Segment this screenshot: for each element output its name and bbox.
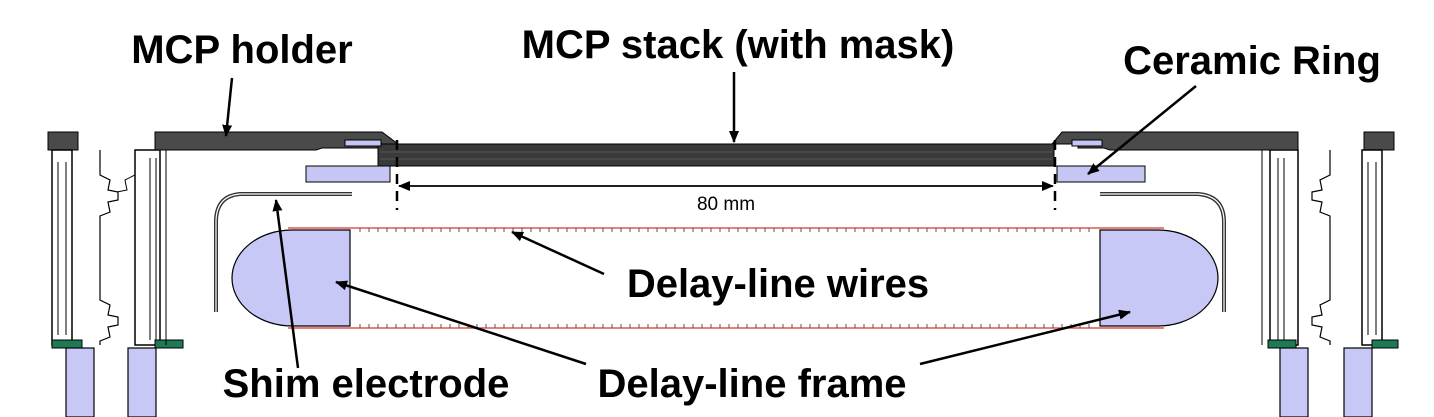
label-ceramic-ring: Ceramic Ring — [1123, 39, 1381, 83]
arrow-mcp-holder — [222, 77, 234, 137]
delay-line-wires — [288, 227, 1164, 329]
left-housing — [47, 131, 184, 417]
label-delay-line-wires: Delay-line wires — [627, 262, 929, 306]
dimension-label: 80 mm — [697, 194, 755, 215]
right-housing — [1261, 131, 1399, 417]
label-delay-line-frame: Delay-line frame — [597, 362, 906, 406]
ceramic-ring-right — [1056, 165, 1146, 183]
delay-line-frame-left — [231, 229, 351, 327]
ceramic-ring-left — [305, 165, 391, 183]
mcp-holder-right — [1050, 131, 1299, 151]
arrow-ceramic-ring — [1087, 85, 1197, 175]
label-shim-electrode: Shim electrode — [223, 362, 510, 406]
label-mcp-stack: MCP stack (with mask) — [522, 23, 955, 67]
ceramic-pad-right-top — [1071, 139, 1103, 147]
arrow-frame-right — [919, 309, 1131, 366]
mcp-stack — [377, 143, 1055, 167]
delay-line-frame-right — [1099, 229, 1219, 327]
label-mcp-holder: MCP holder — [131, 28, 353, 72]
arrow-frame-left — [335, 280, 587, 366]
arrow-shim-electrode — [272, 199, 300, 369]
arrow-delay-line-wires — [511, 230, 605, 276]
dimension-80mm: 80 mm — [395, 140, 1057, 215]
ceramic-pad-left-top — [344, 139, 382, 147]
